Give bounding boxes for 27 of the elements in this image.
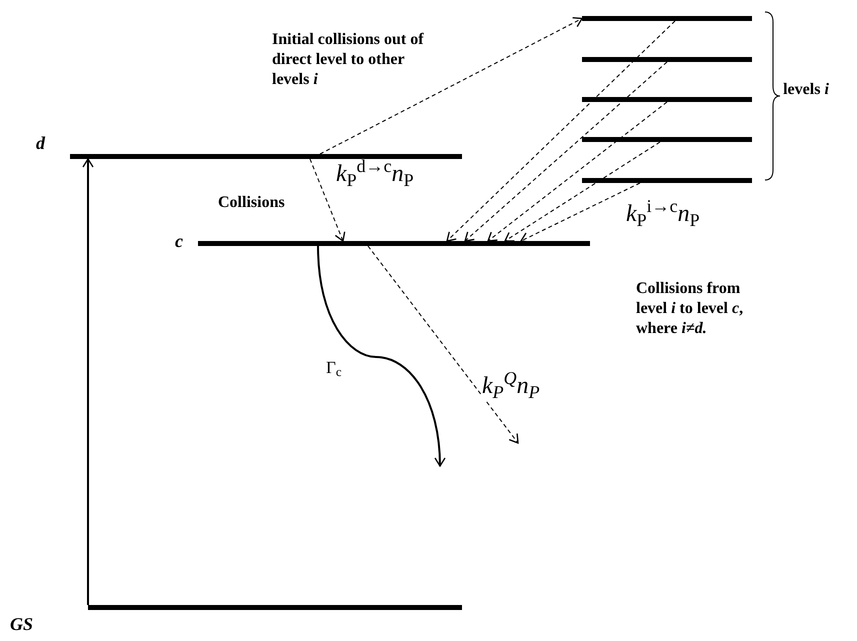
energy-level-bar — [582, 57, 752, 62]
dashed-arrow — [504, 142, 660, 242]
energy-level-bar — [582, 178, 752, 183]
energy-level-bar — [70, 154, 462, 159]
energy-level-bar — [582, 137, 752, 142]
curved-arrow — [317, 246, 446, 467]
annotation-text: Collisions from level i to level c, where i≠d. — [636, 279, 744, 339]
dashed-arrow — [310, 158, 346, 242]
dashed-arrow — [464, 62, 668, 242]
level-label: c — [175, 231, 183, 251]
edge-label: k$_{P}$$^{Q}$n$_{P}$ — [482, 372, 540, 400]
annotation-text: k$_{P}$$^{i→c}$n$_{P}$ — [626, 200, 701, 228]
dashed-arrow — [446, 20, 676, 242]
dashed-arrow — [320, 17, 583, 154]
energy-level-bar — [88, 605, 462, 610]
dashed-arrow — [368, 246, 519, 444]
energy-level-bar — [582, 97, 752, 102]
annotation-text: levels i — [782, 80, 830, 100]
dashed-arrow — [487, 102, 668, 242]
annotation-text: k$_{P}$$^{d→c}$n$_{P}$ — [336, 160, 415, 188]
arrow — [82, 158, 94, 605]
level-label: d — [36, 133, 45, 153]
energy-level-bar — [582, 16, 752, 21]
dashed-arrow — [520, 182, 640, 243]
annotation-text: Initial collisions out of direct level to other levels i — [272, 30, 425, 90]
level-label: GS — [10, 614, 34, 634]
energy-level-bar — [198, 241, 590, 246]
